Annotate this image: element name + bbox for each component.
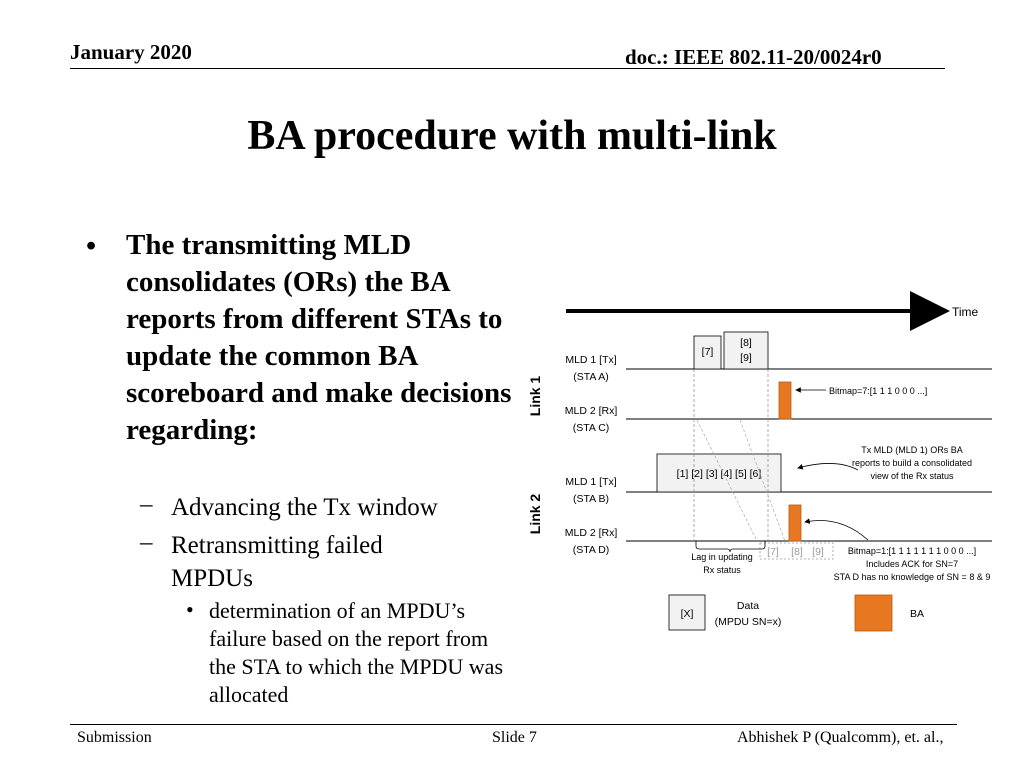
- row-label: MLD 2 [Rx]: [565, 405, 618, 417]
- mpdu-label: [8]: [740, 337, 752, 349]
- bullet-subsub: determination of an MPDU’s failure based…: [209, 598, 504, 707]
- bitmap2-text: Includes ACK for SN=7: [866, 559, 958, 569]
- legend-ba-box: [854, 594, 893, 632]
- bullet-sub1: Advancing the Tx window: [171, 494, 438, 521]
- footer-submission: Submission: [77, 729, 152, 746]
- ba-pointer: [804, 518, 869, 541]
- mpdu-box-8-9: [723, 331, 769, 370]
- rx-gray-label: [7]: [767, 546, 779, 558]
- rx-gray-label: [8]: [791, 546, 803, 558]
- legend-data-label: (MPDU SN=x): [715, 616, 782, 628]
- consolidate-arrow: [797, 463, 859, 471]
- row-label: (STA D): [573, 544, 610, 556]
- legend-data-box-label: [X]: [681, 608, 694, 620]
- bullet-sub2: Retransmitting failed MPDUs: [171, 532, 383, 592]
- consolidate-note: view of the Rx status: [870, 471, 954, 481]
- time-label: Time: [952, 305, 979, 319]
- link1-label: Link 1: [527, 376, 543, 417]
- lag-note: Rx status: [703, 565, 741, 575]
- mpdu-box-1-6: [656, 453, 782, 493]
- footer-rule: [70, 724, 957, 725]
- bullet-dot: •: [86, 230, 97, 262]
- legend-data-label: Data: [737, 600, 759, 612]
- mpdu-box-7: [693, 335, 722, 370]
- row-label: (STA A): [573, 371, 608, 383]
- header-date: January 2020: [70, 40, 192, 64]
- rx-gray-label: [9]: [812, 546, 824, 558]
- connector: [739, 419, 786, 542]
- mpdu-label: [7]: [702, 346, 714, 358]
- row-label: MLD 1 [Tx]: [565, 354, 616, 366]
- bullet-dash: –: [140, 529, 153, 556]
- bullet-main: The transmitting MLD consolidates (ORs) …: [126, 229, 512, 446]
- lag-brace: [695, 541, 766, 553]
- ba-block-link1: [778, 381, 792, 420]
- consolidate-note: reports to build a consolidated: [852, 458, 972, 468]
- consolidate-note: Tx MLD (MLD 1) ORs BA: [861, 445, 963, 455]
- link2-label: Link 2: [527, 494, 543, 535]
- bitmap1-text: Bitmap=7:[1 1 1 0 0 0 ...]: [829, 386, 927, 396]
- lag-note: Lag in updating: [691, 552, 753, 562]
- row-label: MLD 2 [Rx]: [565, 527, 618, 539]
- ba-block-link2: [788, 504, 802, 542]
- slide-title: BA procedure with multi-link: [247, 113, 777, 159]
- row-label: (STA C): [573, 422, 610, 434]
- legend-data-box: [668, 594, 706, 631]
- row-label: (STA B): [573, 493, 609, 505]
- header-rule: [70, 68, 945, 69]
- legend-ba-label: BA: [910, 608, 924, 620]
- bitmap2-text: Bitmap=1:[1 1 1 1 1 1 1 0 0 0 ...]: [848, 546, 976, 556]
- header-doc-id: doc.: IEEE 802.11-20/0024r0: [625, 45, 882, 69]
- bullet-dot: •: [186, 597, 194, 622]
- bitmap2-text: STA D has no knowledge of SN = 8 & 9: [834, 572, 991, 582]
- connector: [696, 419, 758, 542]
- mpdu-label: [1] [2] [3] [4] [5] [6]: [677, 468, 762, 480]
- bullet-dash: –: [140, 491, 153, 518]
- footer-slide-number: Slide 7: [492, 729, 537, 746]
- row-label: MLD 1 [Tx]: [565, 476, 616, 488]
- footer-author: Abhishek P (Qualcomm), et. al.,: [737, 729, 944, 746]
- mpdu-label: [9]: [740, 352, 752, 364]
- rx-gray-box: [759, 542, 834, 560]
